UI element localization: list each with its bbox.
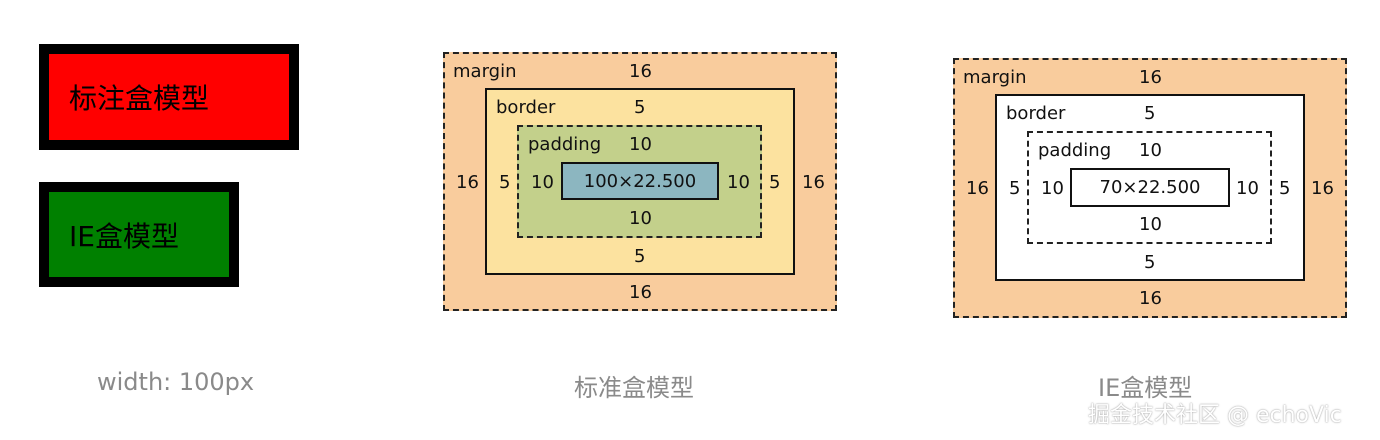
- border-left-value: 5: [1009, 178, 1021, 199]
- ie-box-sample: IE盒模型: [39, 182, 239, 287]
- margin-left-value: 16: [966, 178, 989, 199]
- border-top-value: 5: [1144, 103, 1156, 124]
- padding-top-value: 10: [629, 134, 652, 155]
- margin-bottom-value: 16: [629, 282, 652, 303]
- border-label: border: [1006, 103, 1066, 124]
- margin-label: margin: [453, 61, 517, 82]
- border-right-value: 5: [1279, 178, 1291, 199]
- content-size: 100×22.500: [583, 170, 697, 192]
- standard-box-sample: 标注盒模型: [39, 44, 299, 150]
- padding-right-value: 10: [727, 172, 750, 193]
- padding-label: padding: [528, 134, 602, 155]
- padding-bottom-value: 10: [629, 208, 652, 229]
- padding-area: [1027, 131, 1272, 244]
- padding-right-value: 10: [1236, 178, 1259, 199]
- standard-box-model-caption: 标准盒模型: [574, 374, 694, 402]
- margin-bottom-value: 16: [1139, 288, 1162, 309]
- margin-top-value: 16: [629, 61, 652, 82]
- standard-box-sample-label: 标注盒模型: [69, 82, 210, 115]
- margin-label: margin: [963, 67, 1027, 88]
- width-caption: width: 100px: [97, 368, 255, 396]
- margin-left-value: 16: [456, 172, 479, 193]
- border-top-value: 5: [634, 97, 646, 118]
- border-bottom-value: 5: [1144, 252, 1156, 273]
- margin-right-value: 16: [1311, 178, 1334, 199]
- border-bottom-value: 5: [634, 246, 646, 267]
- content-size: 70×22.500: [1099, 177, 1201, 198]
- border-label: border: [496, 97, 556, 118]
- ie-box-sample-label: IE盒模型: [69, 219, 179, 253]
- padding-bottom-value: 10: [1139, 214, 1162, 235]
- padding-label: padding: [1038, 140, 1112, 161]
- border-left-value: 5: [499, 172, 511, 193]
- content-area: 100×22.500: [561, 162, 719, 200]
- padding-left-value: 10: [1041, 178, 1064, 199]
- margin-top-value: 16: [1139, 67, 1162, 88]
- ie-box-model-caption: IE盒模型: [1098, 374, 1193, 402]
- content-area: 70×22.500: [1070, 168, 1230, 207]
- border-right-value: 5: [769, 172, 781, 193]
- margin-right-value: 16: [802, 172, 825, 193]
- watermark: 掘金技术社区 @ echoVic: [1088, 403, 1342, 428]
- padding-top-value: 10: [1139, 140, 1162, 161]
- padding-left-value: 10: [531, 172, 554, 193]
